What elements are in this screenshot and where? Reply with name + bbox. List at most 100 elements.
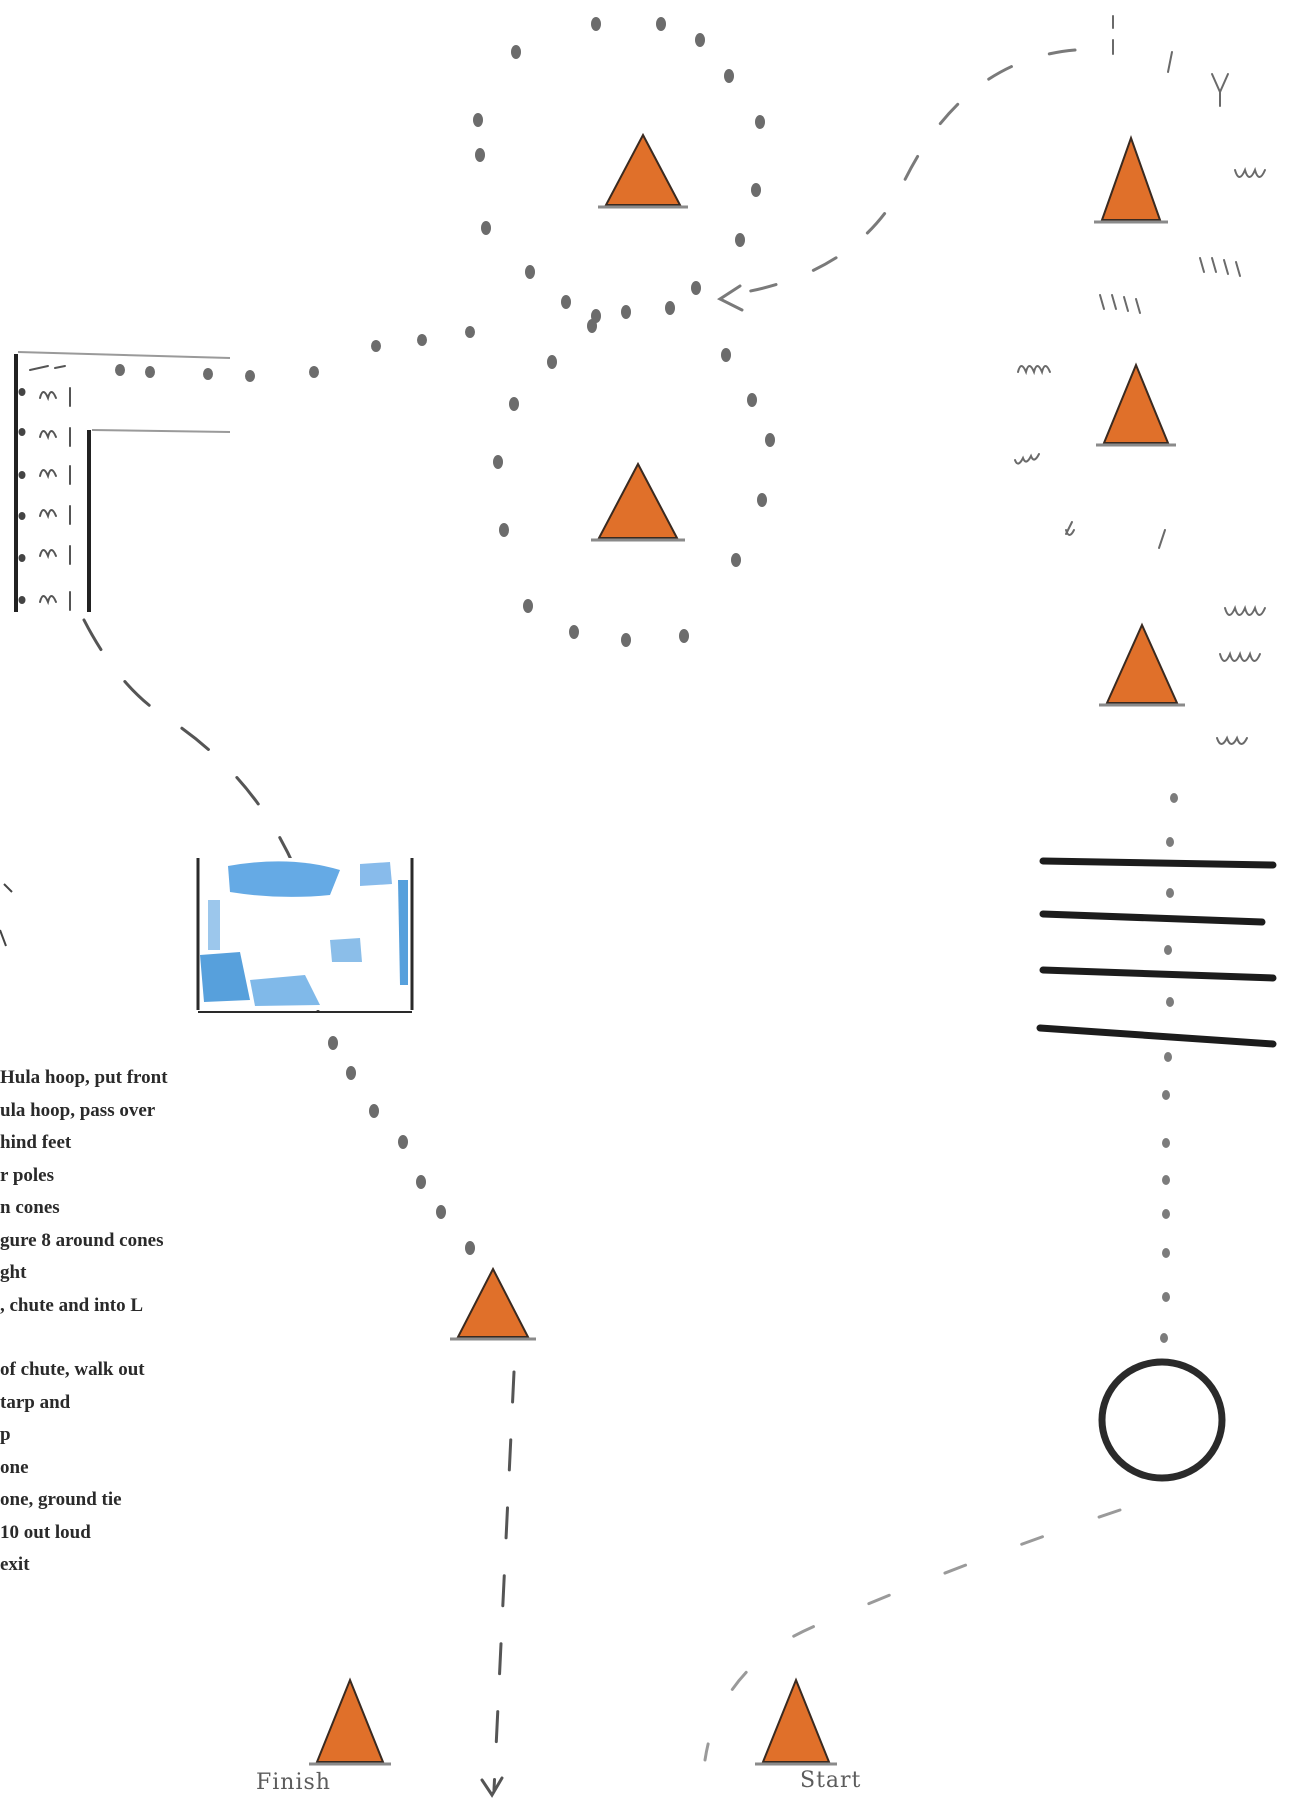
path-dot	[481, 221, 491, 235]
instruction-line: ght	[0, 1257, 270, 1290]
path-dot	[587, 319, 597, 333]
path-dot	[757, 493, 767, 507]
path-dot	[721, 348, 731, 362]
path-dot	[436, 1205, 446, 1219]
tarp-to-cone-dotted-path	[328, 1036, 475, 1255]
instruction-line: one	[0, 1452, 270, 1485]
path-dot	[245, 370, 255, 382]
path-dot	[473, 113, 483, 127]
path-dot	[1170, 793, 1178, 803]
path-dot	[328, 1036, 338, 1050]
path-dot	[735, 233, 745, 247]
path-dot	[493, 455, 503, 469]
instruction-line: tarp and	[0, 1387, 270, 1420]
cone	[755, 1680, 837, 1764]
path-dot	[1162, 1175, 1170, 1185]
path-dot	[691, 281, 701, 295]
finish-label: Finish	[256, 1770, 331, 1795]
cone	[1094, 138, 1168, 222]
path-dot	[1164, 1052, 1172, 1062]
path-dot	[731, 553, 741, 567]
path-dot	[561, 295, 571, 309]
path-dot	[499, 523, 509, 537]
path-dot	[19, 596, 26, 604]
path-dot	[309, 366, 319, 378]
instruction-line: , chute and into L	[0, 1290, 270, 1323]
tarp	[198, 858, 412, 1012]
path-dot	[1162, 1292, 1170, 1302]
hula-hoop	[1102, 1362, 1222, 1478]
path-dot	[1166, 888, 1174, 898]
path-dot	[525, 265, 535, 279]
instruction-line: exit	[0, 1549, 270, 1582]
path-dot	[1162, 1248, 1170, 1258]
path-dot	[1160, 1333, 1168, 1343]
path-dot	[203, 368, 213, 380]
start-label: Start	[800, 1768, 861, 1793]
path-dot	[19, 512, 26, 520]
path-dot	[416, 1175, 426, 1189]
instruction-line: hind feet	[0, 1127, 270, 1160]
path-dot	[19, 388, 26, 396]
path-dot	[621, 633, 631, 647]
instruction-line: 10 out loud	[0, 1517, 270, 1550]
path-dot	[465, 1241, 475, 1255]
path-dot	[19, 471, 26, 479]
cones	[309, 135, 1185, 1764]
path-dot	[569, 625, 579, 639]
path-dot	[19, 428, 26, 436]
path-dot	[371, 340, 381, 352]
path-dot	[509, 397, 519, 411]
cone	[309, 1680, 391, 1764]
path-dot	[417, 334, 427, 346]
path-dot	[19, 554, 26, 562]
cone	[1099, 625, 1185, 705]
path-dot	[665, 301, 675, 315]
cone	[1096, 365, 1176, 445]
l-chute	[16, 352, 230, 612]
start-path	[705, 1510, 1120, 1760]
path-dot	[511, 45, 521, 59]
path-dot	[346, 1066, 356, 1080]
chute-inner-dots	[19, 388, 26, 604]
path-dot	[547, 355, 557, 369]
path-dot	[755, 115, 765, 129]
figure-eight-dotted-path	[473, 17, 775, 647]
path-dot	[747, 393, 757, 407]
ground-poles	[1040, 861, 1273, 1044]
path-dot	[1162, 1138, 1170, 1148]
path-dot	[1162, 1209, 1170, 1219]
path-dot	[765, 433, 775, 447]
cone	[450, 1269, 536, 1339]
cone	[598, 135, 688, 207]
l-chute-marks	[30, 366, 70, 610]
path-dot	[115, 364, 125, 376]
path-dot	[145, 366, 155, 378]
path-dot	[1162, 1090, 1170, 1100]
to-chute-dotted-path	[115, 326, 475, 382]
cone	[591, 464, 685, 540]
instruction-line: Hula hoop, put front	[0, 1062, 270, 1095]
path-dot	[724, 69, 734, 83]
path-dot	[1164, 945, 1172, 955]
path-dot	[656, 17, 666, 31]
instruction-line: n cones	[0, 1192, 270, 1225]
path-dot	[1166, 997, 1174, 1007]
instruction-line: one, ground tie	[0, 1484, 270, 1517]
finish-path	[482, 1372, 514, 1795]
path-dot	[1166, 837, 1174, 847]
return-path	[720, 50, 1075, 310]
instruction-line: gure 8 around cones	[0, 1225, 270, 1258]
path-dot	[679, 629, 689, 643]
path-dot	[475, 148, 485, 162]
pole-dotted-path	[1160, 793, 1178, 1343]
path-dot	[523, 599, 533, 613]
instruction-line: r poles	[0, 1160, 270, 1193]
path-dot	[621, 305, 631, 319]
instruction-line	[0, 1322, 270, 1354]
instruction-line: p	[0, 1419, 270, 1452]
path-dot	[751, 183, 761, 197]
path-dot	[591, 17, 601, 31]
instruction-line: of chute, walk out	[0, 1354, 270, 1387]
